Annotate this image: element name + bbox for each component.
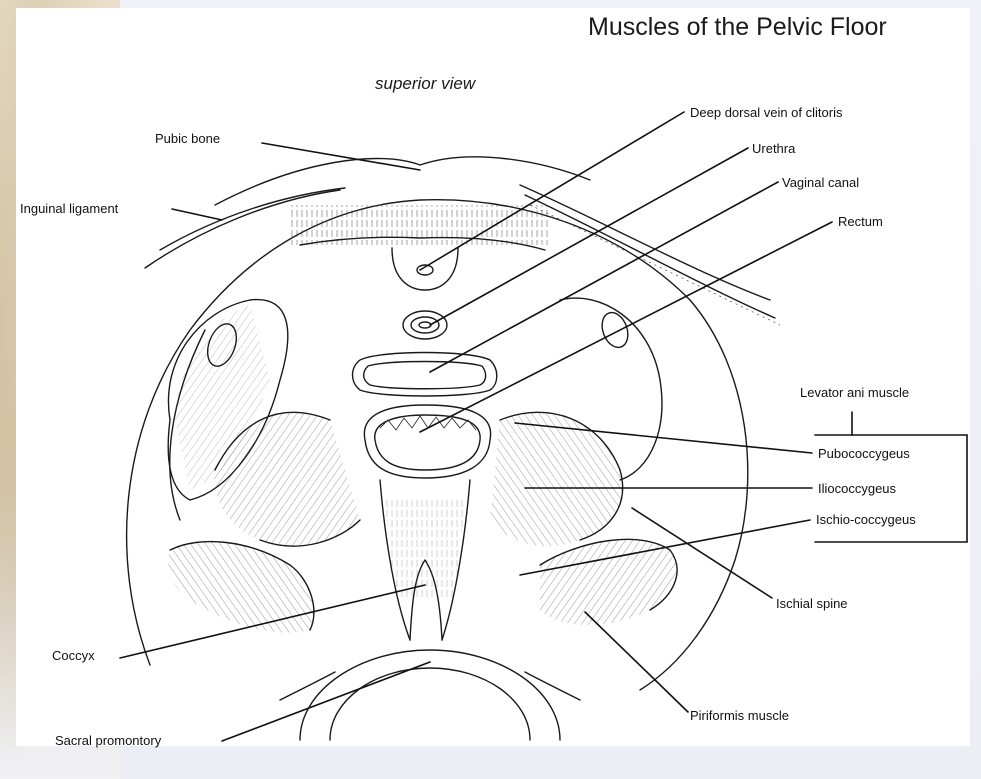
leader-piriformis: [585, 612, 688, 712]
pubic-symphysis: [215, 157, 590, 250]
label-piriformis: Piriformis muscle: [690, 708, 789, 723]
sacrum-structure: [280, 650, 580, 740]
leader-deep-dorsal-vein: [420, 112, 684, 270]
vaginal-canal-structure: [353, 353, 497, 397]
coccyx-structure: [380, 480, 470, 640]
leader-sacral-promontory: [222, 662, 430, 741]
rectum-structure: [364, 405, 490, 478]
label-coccyx: Coccyx: [52, 648, 95, 663]
label-inguinal-ligament: Inguinal ligament: [20, 201, 118, 216]
leader-rectum: [420, 222, 832, 432]
leader-pubic-bone: [262, 143, 420, 170]
coccygeus-right: [540, 539, 677, 625]
label-pubococcygeus: Pubococcygeus: [818, 446, 910, 461]
label-sacral-promontory: Sacral promontory: [55, 733, 161, 748]
deep-dorsal-vein-structure: [392, 248, 458, 290]
label-pubic-bone: Pubic bone: [155, 131, 220, 146]
label-levator-ani: Levator ani muscle: [800, 385, 909, 400]
label-deep-dorsal-vein: Deep dorsal vein of clitoris: [690, 105, 842, 120]
label-iliococcygeus: Iliococcygeus: [818, 481, 896, 496]
label-urethra: Urethra: [752, 141, 795, 156]
label-ischial-spine: Ischial spine: [776, 596, 848, 611]
label-rectum: Rectum: [838, 214, 883, 229]
diagram-title: Muscles of the Pelvic Floor: [588, 12, 887, 42]
diagram-subtitle: superior view: [375, 74, 475, 94]
urethra-structure: [403, 311, 447, 339]
leader-inguinal-ligament: [172, 209, 222, 220]
coccygeus-left: [168, 542, 314, 633]
label-ischio-coccygeus: Ischio-coccygeus: [816, 512, 916, 527]
label-vaginal-canal: Vaginal canal: [782, 175, 859, 190]
